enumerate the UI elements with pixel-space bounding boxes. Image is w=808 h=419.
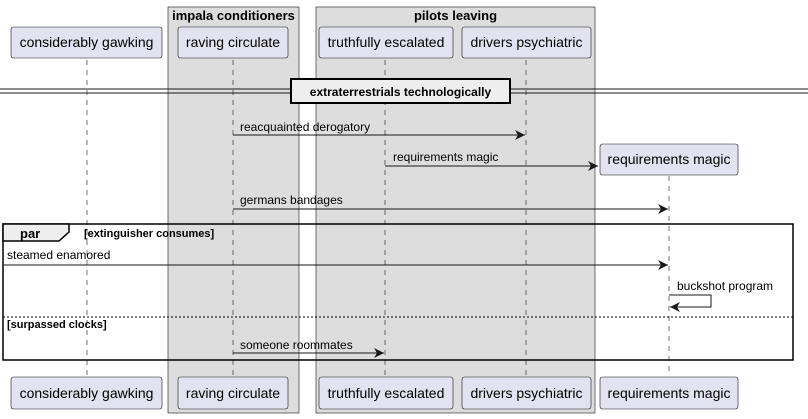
participant-considerably-top: considerably gawking — [10, 26, 163, 59]
participant-requirements-bottom-label: requirements magic — [608, 385, 731, 401]
par-guard-2: [surpassed clocks] — [7, 319, 107, 331]
participant-drivers-top-label: drivers psychiatric — [470, 34, 582, 50]
group-pilots-leaving: pilots leaving — [315, 6, 596, 414]
message-5-label: buckshot program — [677, 279, 773, 293]
participant-requirements-top: requirements magic — [599, 143, 739, 176]
participant-considerably-bottom-label: considerably gawking — [20, 385, 154, 401]
message-6-label: someone roommates — [240, 338, 353, 352]
participant-drivers-bottom-label: drivers psychiatric — [470, 385, 582, 401]
divider: extraterrestrials technologically — [0, 78, 808, 104]
participant-raving-top-label: raving circulate — [186, 34, 280, 50]
participant-drivers-top: drivers psychiatric — [461, 26, 592, 59]
message-2-label: requirements magic — [393, 150, 498, 164]
participant-requirements-top-label: requirements magic — [608, 151, 731, 167]
participant-raving-top: raving circulate — [177, 26, 289, 59]
message-4-label: steamed enamored — [7, 248, 110, 262]
group-impala-title: impala conditioners — [172, 8, 295, 23]
par-guard-1: [extinguisher consumes] — [84, 228, 215, 240]
par-fragment: par [extinguisher consumes] [surpassed c… — [2, 223, 794, 361]
message-6: someone roommates — [233, 338, 384, 358]
participant-truthfully-bottom-label: truthfully escalated — [328, 385, 445, 401]
lifelines — [86, 60, 670, 376]
message-2: requirements magic — [385, 150, 598, 171]
participant-truthfully-top: truthfully escalated — [318, 26, 454, 59]
participant-truthfully-top-label: truthfully escalated — [328, 34, 445, 50]
message-4: steamed enamored — [3, 248, 668, 270]
participant-considerably-top-label: considerably gawking — [20, 34, 154, 50]
divider-label: extraterrestrials technologically — [310, 85, 492, 99]
participant-requirements-bottom: requirements magic — [599, 376, 739, 410]
participant-truthfully-bottom: truthfully escalated — [318, 376, 454, 410]
message-3: germans bandages — [233, 193, 668, 214]
participant-considerably-bottom: considerably gawking — [10, 376, 163, 410]
message-1: reacquainted derogatory — [233, 120, 525, 140]
group-pilots-title: pilots leaving — [414, 8, 497, 23]
group-impala-conditioners: impala conditioners — [167, 6, 300, 414]
message-5-self: buckshot program — [669, 279, 773, 312]
participant-raving-bottom: raving circulate — [177, 376, 289, 410]
participant-raving-bottom-label: raving circulate — [186, 385, 280, 401]
message-3-label: germans bandages — [240, 193, 343, 207]
message-1-label: reacquainted derogatory — [240, 120, 370, 134]
participant-drivers-bottom: drivers psychiatric — [461, 376, 592, 410]
par-keyword: par — [20, 226, 40, 241]
